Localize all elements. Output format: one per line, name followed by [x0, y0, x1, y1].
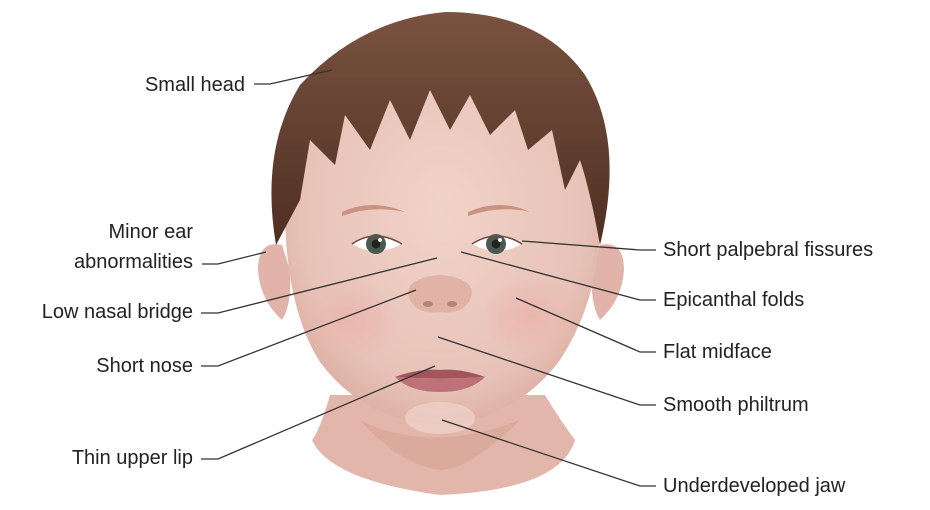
- label-epicanthal-folds: Epicanthal folds: [663, 289, 804, 311]
- label-underdeveloped-jaw: Underdeveloped jaw: [663, 475, 846, 497]
- right-cheek: [480, 275, 580, 355]
- leader-minor-ear: [202, 252, 266, 264]
- label-short-nose: Short nose: [96, 355, 193, 377]
- label-minor-ear-line1: Minor ear: [109, 221, 194, 243]
- label-low-nasal-bridge: Low nasal bridge: [42, 301, 193, 323]
- label-small-head: Small head: [145, 74, 245, 96]
- right-nostril: [447, 301, 457, 307]
- nose: [408, 275, 472, 313]
- left-ear: [258, 244, 290, 320]
- left-nostril: [423, 301, 433, 307]
- label-smooth-philtrum: Smooth philtrum: [663, 394, 809, 416]
- label-flat-midface: Flat midface: [663, 341, 772, 363]
- label-minor-ear-line2: abnormalities: [74, 251, 193, 273]
- label-thin-upper-lip: Thin upper lip: [72, 447, 193, 469]
- left-cheek: [300, 280, 400, 360]
- chin: [405, 402, 475, 434]
- label-short-palpebral-fissures: Short palpebral fissures: [663, 239, 873, 261]
